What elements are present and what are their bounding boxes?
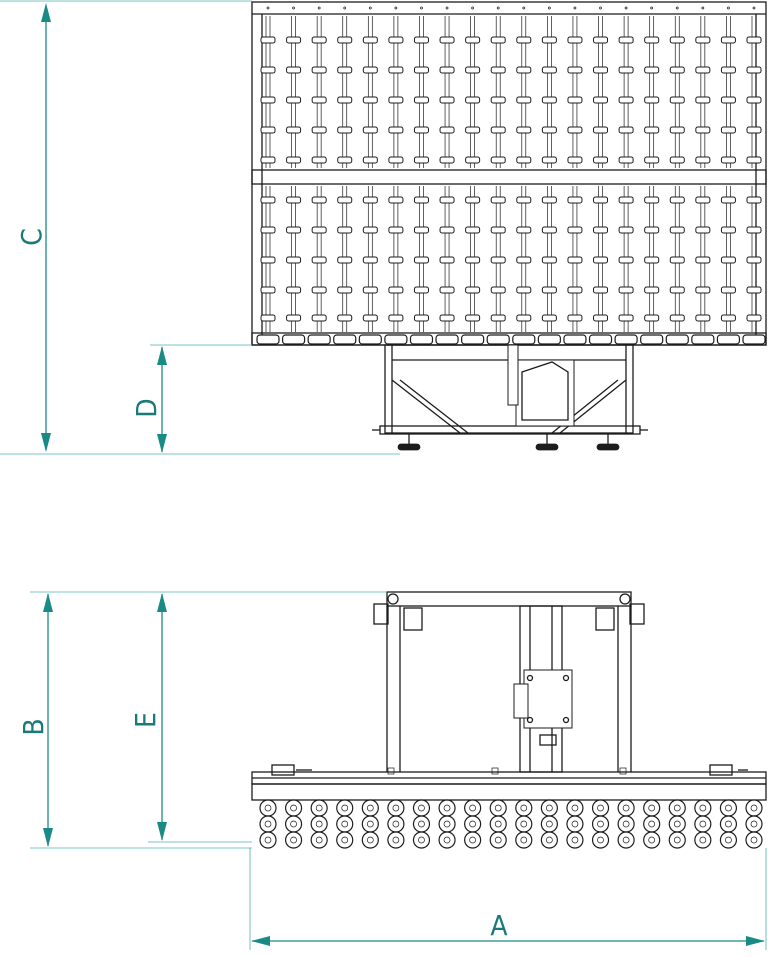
top-view — [251, 1, 767, 451]
dimension-label-b: B — [17, 718, 50, 735]
dimension-c — [41, 3, 51, 452]
dimension-d — [157, 346, 167, 453]
dimension-label-a: A — [490, 909, 508, 942]
dimension-b — [43, 593, 53, 847]
top-view-base-stand — [372, 344, 648, 451]
top-view-end-rollers — [256, 334, 766, 345]
dimension-e — [157, 593, 167, 841]
dimension-label-c: C — [15, 228, 48, 246]
roller-shafts — [260, 6, 762, 332]
dimension-label-d: D — [130, 398, 163, 417]
dimension-label-e: E — [129, 712, 162, 728]
front-view — [251, 591, 767, 849]
dimension-a — [251, 936, 765, 946]
front-view-rollers — [259, 799, 763, 849]
